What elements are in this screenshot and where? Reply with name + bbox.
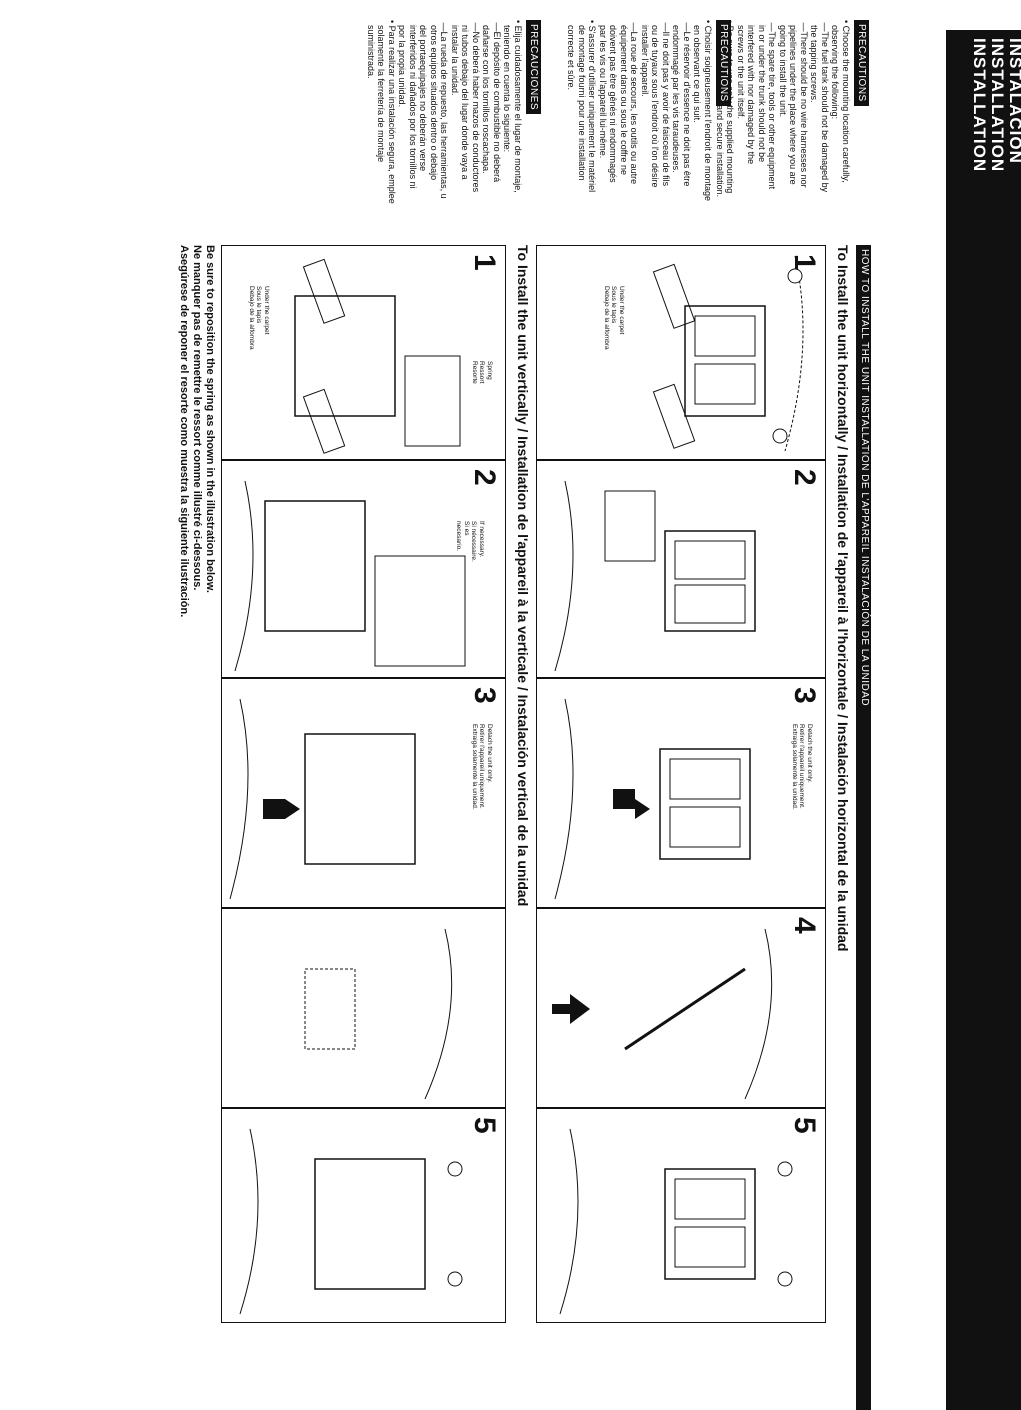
title-line-2: INSTALLATION xyxy=(988,38,1007,173)
vertical-step-3-illustration xyxy=(229,698,416,900)
precautions-fr-label: PRECAUTIONS xyxy=(716,20,731,106)
precautions-en-label: PRECAUTIONS xyxy=(854,20,869,106)
title-band: INSTALLATION INSTALLATION INSTALACIÓN xyxy=(946,30,1021,1410)
horizontal-step-5-panel: 5 xyxy=(536,1108,826,1323)
horizontal-step-3-panel: 3 Detach the unit only. Retirer l'appare… xyxy=(536,678,826,908)
horizontal-step-5-illustration xyxy=(559,1128,793,1315)
horizontal-step-1-panel: 1 Under the carpet Sous le tapis Debajo … xyxy=(536,245,826,460)
vertical-step-5-illustration xyxy=(239,1128,463,1315)
vertical-step-1-illustration xyxy=(294,258,461,454)
horizontal-step-4-illustration xyxy=(552,928,773,1100)
vertical-heading: To Install the unit vertically / Install… xyxy=(515,245,531,907)
horizontal-step-2-panel: 2 xyxy=(536,460,826,678)
horizontal-step-3-illustration xyxy=(554,698,751,900)
horizontal-heading: To Install the unit horizontally / Insta… xyxy=(835,245,851,952)
horizontal-step-4-panel: 4 xyxy=(536,908,826,1108)
horizontal-step-1-illustration xyxy=(652,255,804,452)
vertical-step-1-panel: 1 Spring Ressort Resorte Under the carpe… xyxy=(221,245,506,460)
vertical-step-4-panel xyxy=(221,908,506,1108)
precautions-es-text: • Elija cuidadosamente el lugar de monta… xyxy=(366,20,523,204)
vertical-step-2-panel: 2 If necessary. Si nécessaire. Si es nec… xyxy=(221,460,506,678)
precautions-fr-text: • Choisir soigneusement l'endroit de mon… xyxy=(566,20,714,201)
vertical-step-3-panel: 3 Detach the unit only. Retirer l'appare… xyxy=(221,678,506,908)
how-to-band: HOW TO INSTALL THE UNIT INSTALLATION DE … xyxy=(856,245,871,1410)
precautions-es-label: PRECAUCIONES xyxy=(526,20,541,115)
title-line-1: INSTALLATION xyxy=(970,38,989,173)
bottom-note: Be sure to reposition the spring as show… xyxy=(178,245,216,618)
vertical-step-5-panel: 5 xyxy=(221,1108,506,1323)
title-line-3: INSTALACIÓN xyxy=(1006,38,1021,164)
precautions-en-text: • Choose the mounting location carefully… xyxy=(715,20,851,198)
vertical-step-4-illustration xyxy=(304,928,453,1100)
vertical-step-2-illustration xyxy=(234,480,466,672)
horizontal-step-2-illustration xyxy=(554,480,756,672)
how-to-label: HOW TO INSTALL THE UNIT INSTALLATION DE … xyxy=(859,249,870,707)
